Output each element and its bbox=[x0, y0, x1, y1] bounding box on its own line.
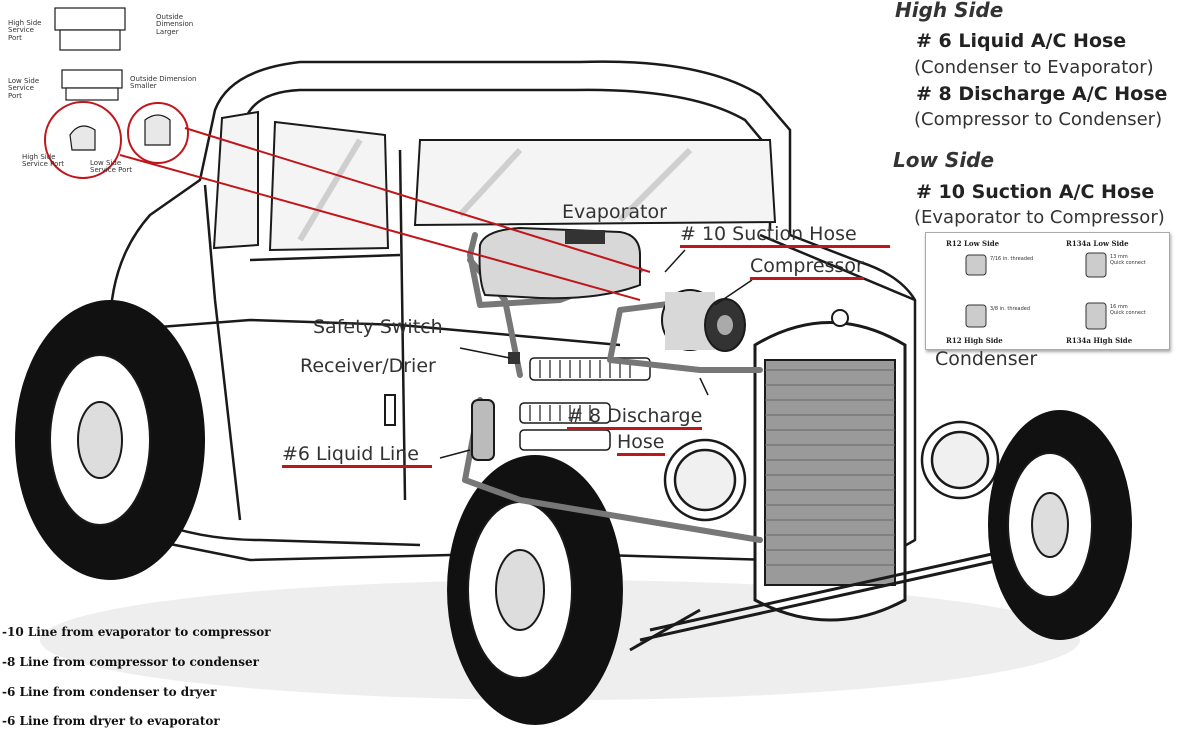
liquid-hose-title: # 6 Liquid A/C Hose bbox=[916, 30, 1127, 52]
line-note-4: -6 Line from dryer to evaporator bbox=[2, 714, 220, 728]
r134a-high-note: 16 mm Quick connect bbox=[1110, 304, 1146, 316]
low-fitting-caption: Low Side Service Port bbox=[90, 159, 132, 175]
high-side-heading: High Side bbox=[895, 0, 1004, 22]
evaporator-unit bbox=[478, 226, 641, 300]
discharge-hose-label-line2: Hose bbox=[617, 433, 665, 456]
r134a-high-title: R134a High Side bbox=[1066, 336, 1133, 345]
line-note-1: -10 Line from evaporator to compressor bbox=[2, 625, 271, 639]
car-body bbox=[108, 60, 917, 562]
r12-high-title: R12 High Side bbox=[946, 336, 1003, 345]
r12-low-note: 7/16 in. threaded bbox=[990, 256, 1034, 262]
window-reflections bbox=[297, 138, 693, 242]
r12-high-note: 3/8 in. threaded bbox=[990, 306, 1031, 312]
low-side-heading: Low Side bbox=[893, 148, 995, 172]
condenser-label: Condenser bbox=[935, 348, 1038, 370]
discharge-hose-route: (Compressor to Condenser) bbox=[914, 109, 1163, 130]
front-right-tire bbox=[988, 410, 1132, 640]
rear-tire bbox=[15, 300, 205, 580]
headlights bbox=[663, 420, 1000, 522]
discharge-hose-title: # 8 Discharge A/C Hose bbox=[916, 83, 1168, 105]
front-left-tire bbox=[447, 455, 623, 725]
receiver-drier-label: Receiver/Drier bbox=[300, 355, 436, 377]
liquid-hose-route: (Condenser to Evaporator) bbox=[914, 57, 1154, 78]
r12-low-title: R12 Low Side bbox=[946, 239, 1000, 248]
callout-arrows bbox=[439, 249, 753, 459]
high-dimension-label: Outside Dimension Larger bbox=[156, 13, 194, 36]
suction-hose-label: # 10 Suction Hose bbox=[680, 225, 890, 248]
high-fitting-caption: High Side Service Port bbox=[22, 153, 64, 169]
high-side-port-label: High Side Service Port bbox=[8, 19, 42, 42]
low-side-port-label: Low Side Service Port bbox=[8, 77, 40, 100]
suction-hose-title: # 10 Suction A/C Hose bbox=[916, 181, 1155, 203]
suction-hose-route: (Evaporator to Compressor) bbox=[914, 207, 1165, 228]
liquid-line-label: #6 Liquid Line bbox=[282, 445, 432, 468]
port-inset-fittings bbox=[965, 252, 1107, 330]
evaporator-label: Evaporator bbox=[562, 201, 667, 223]
r134a-low-title: R134a Low Side bbox=[1066, 239, 1129, 248]
r134a-low-note: 13 mm Quick connect bbox=[1110, 254, 1146, 266]
service-port-diagram bbox=[44, 7, 189, 179]
vent-slats bbox=[529, 360, 631, 421]
line-note-2: -8 Line from compressor to condenser bbox=[2, 655, 259, 669]
compressor-label: Compressor bbox=[750, 257, 864, 280]
door-handle bbox=[384, 394, 396, 426]
low-dimension-label: Outside Dimension Smaller bbox=[130, 75, 197, 91]
discharge-hose-label-line1: # 8 Discharge bbox=[567, 407, 703, 430]
compressor-unit bbox=[661, 289, 746, 352]
radiator-grille bbox=[753, 309, 907, 622]
port-pointer-lines bbox=[119, 127, 651, 301]
front-suspension bbox=[629, 548, 1011, 652]
safety-switch-label: Safety Switch bbox=[313, 316, 443, 338]
service-port-inset: R12 Low Side R134a Low Side R12 High Sid… bbox=[925, 232, 1170, 350]
line-note-3: -6 Line from condenser to dryer bbox=[2, 685, 217, 699]
receiver-drier-unit bbox=[471, 352, 520, 461]
